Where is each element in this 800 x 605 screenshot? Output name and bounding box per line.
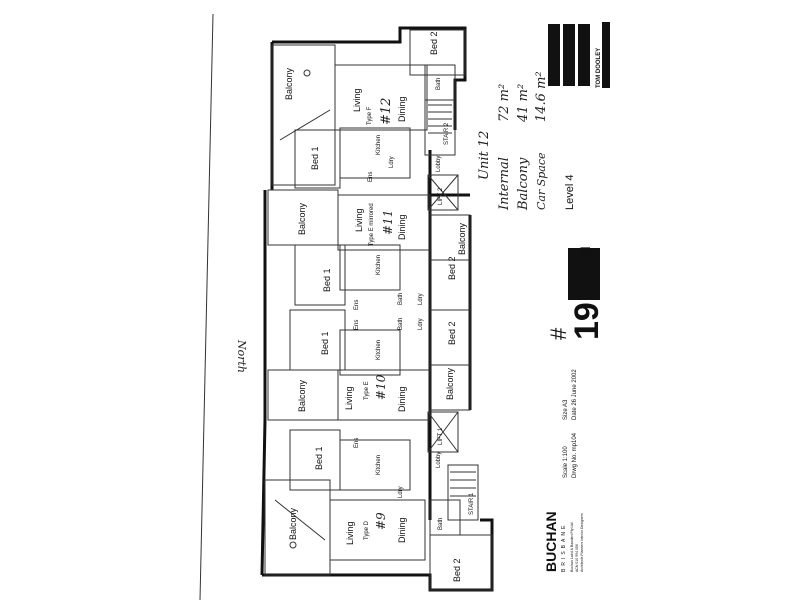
unit-f-type: Type F [367,106,373,125]
balcony2-11-label: Balcony [457,222,467,255]
stair1-label: STAIR 1 [469,492,475,515]
dining-11-label: Dining [397,214,407,240]
agent-logo-bar-1 [548,24,560,86]
unit-f-number: #12 [379,98,394,125]
handwritten-notes: Unit 12 Internal 72 m² Balcony 41 m² Car… [477,71,549,211]
lift2 [427,174,459,211]
architect-acn: ACN 010 994 056 [575,544,579,572]
ens-9-label: Ens [354,438,360,448]
drawing-no: Drwg No. mp104 [572,432,578,478]
architect-tagline: Architects Planners Interior Designers [580,513,584,572]
ens-11-label: Ens [354,300,360,310]
stair-lower [447,464,479,521]
unit-e-mirrored: Balcony Living Dining Type E mirrored #1… [267,189,471,311]
logo-hash: # [546,327,571,340]
agent-subtitle: PROPERTY SERVICES [604,31,610,86]
sheet-edge [199,13,214,601]
unit-9-type: Type D [364,520,370,540]
balcony-11-label: Balcony [297,202,307,235]
bed2-f [409,29,466,76]
agent-logo-bar-2 [563,24,575,86]
bath-f-label: Bath [436,78,442,90]
unit-9-number: #9 [374,512,388,530]
dining-10-label: Dining [397,386,407,412]
kitchen-11-label: Kitchen [376,255,382,275]
project-name-block [568,248,600,300]
ldry-9-label: Ldry [398,486,404,498]
note-balcony-value: 41 m² [516,84,531,123]
unit-11-number: #11 [381,210,395,235]
note-car-label: Car Space [535,152,548,210]
bath-9-label: Bath [438,518,444,530]
unit-10-number: #10 [374,374,388,400]
balcony-f [271,44,336,186]
note-internal-label: Internal [497,157,512,211]
agent-logo-bar-3 [578,24,590,86]
living-10-label: Living [344,386,354,410]
dining-f-label: Dining [397,96,407,122]
date-label: Date 26 June 2002 [572,369,578,420]
living-f-label: Living [352,88,362,112]
balcony-9-label: Balcony [288,507,298,540]
kitchen-9-label: Kitchen [376,455,382,475]
bath-11-label: Bath [398,293,404,305]
ldry-10-label: Ldry [418,318,424,330]
title-block: TOM DOOLEY PROPERTY SERVICES Level 4 # 1… [543,22,610,572]
note-internal-value: 72 m² [497,84,512,122]
architect-city: BRISBANE [561,523,567,572]
unit-d: Bed 1 Balcony Living Dining Type D #9 Be… [264,429,493,591]
kitchen-f [339,127,411,179]
ldry-f-label: Ldry [389,156,395,168]
agent-name: TOM DOOLEY [596,48,602,88]
bed1-f-label: Bed 1 [310,146,320,170]
living-f [334,64,428,131]
bed1-11-label: Bed 1 [322,268,332,292]
stair-upper [424,99,456,156]
dining-9-label: Dining [397,517,407,543]
lobby-label: Lobby [436,452,442,468]
ldry-11-label: Ldry [418,293,424,305]
level-label: Level 4 [564,175,576,210]
kitchen-f-label: Kitchen [376,135,382,155]
building-outline [260,26,494,592]
bed1-10-label: Bed 1 [320,331,330,355]
upper-core: STAIR 2 Lobby LIFT 2 [424,99,459,211]
architect-name: BUCHAN [543,511,559,572]
bed2-10-label: Bed 2 [447,321,457,345]
bath-10-label: Bath [398,318,404,330]
living-11-label: Living [354,208,364,232]
lower-core: LIFT 1 Lobby STAIR 1 [427,411,479,521]
north-label: North [235,339,248,373]
note-balcony-label: Balcony [516,157,531,211]
living-9-label: Living [345,521,355,545]
unit-11-type: Type E mirrored [369,203,375,246]
ens-f-label: Ens [368,172,374,182]
kitchen-10-label: Kitchen [376,340,382,360]
balcony-10-label: Balcony [297,379,307,412]
ens-10-label: Ens [354,320,360,330]
note-unit: Unit 12 [477,131,492,180]
lift1-label: LIFT 1 [438,427,444,445]
size-label: Size A3 [563,399,569,420]
bed2-9-label: Bed 2 [452,558,462,582]
balcony-f-label: Balcony [284,67,294,100]
lobby-top-label: Lobby [436,156,442,172]
unit-10-type: Type E [364,381,370,400]
balcony2-10-label: Balcony [445,367,455,400]
stair2-label: STAIR 2 [444,122,450,145]
project-name: THORN [577,246,593,296]
unit-e: Bed 1 Bed 2 Balcony Balcony Living Dinin… [267,309,471,421]
lift2-label: LIFT 2 [438,187,444,205]
bed2-f-label: Bed 2 [429,31,439,55]
bed2-11-label: Bed 2 [447,256,457,280]
architect-company: Buchan Laird & Bawden Pty Ltd [570,523,574,572]
scale-label: Scale 1:100 [563,446,569,478]
bed1-9-label: Bed 1 [314,446,324,470]
project-number: 19 [568,302,606,340]
lift1 [427,411,459,453]
note-car-value: 14.6 m² [534,71,549,122]
